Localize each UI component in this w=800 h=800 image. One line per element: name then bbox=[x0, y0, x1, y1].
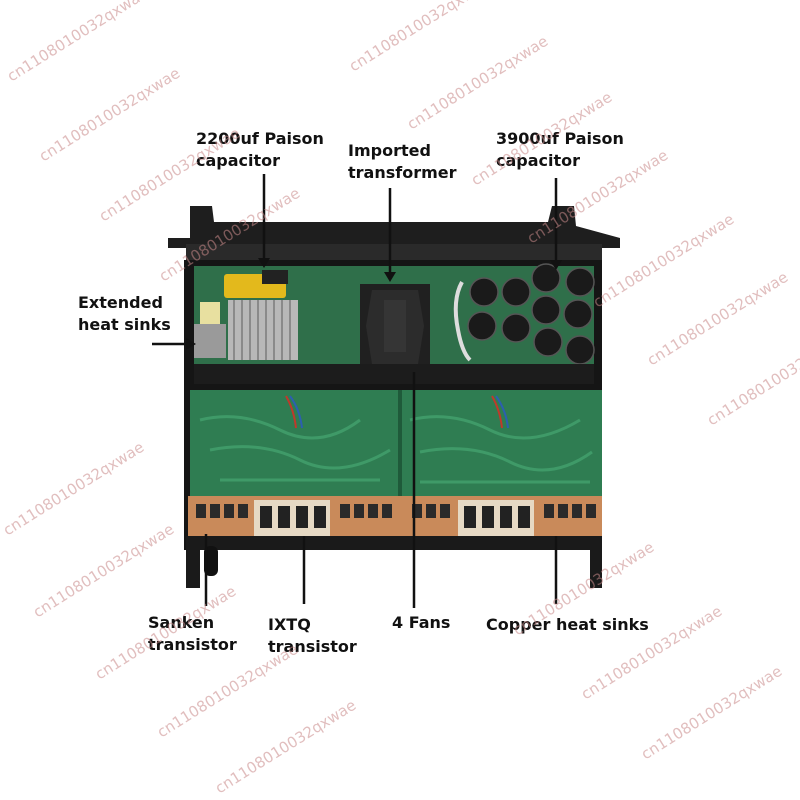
label-line: 2200uf Paison bbox=[196, 129, 324, 148]
ixtq-transistors bbox=[254, 500, 330, 536]
capacitor-bank-3900uf bbox=[467, 263, 595, 365]
label-line: 3900uf Paison bbox=[496, 129, 624, 148]
power-supply-board bbox=[194, 263, 595, 384]
label-line: Extended bbox=[78, 293, 163, 312]
label-copper-heat-sinks: Copper heat sinks bbox=[486, 614, 649, 636]
label-sanken-transistor: Sanken transistor bbox=[148, 612, 237, 656]
imported-transformer bbox=[360, 284, 430, 370]
label-4-fans: 4 Fans bbox=[392, 612, 450, 634]
annotation-lines bbox=[152, 174, 558, 608]
label-line: IXTQ bbox=[268, 615, 311, 634]
extended-heat-sink bbox=[194, 300, 298, 360]
fan-row bbox=[194, 364, 594, 384]
amplifier-boards bbox=[190, 390, 602, 498]
label-imported-transformer: Imported transformer bbox=[348, 140, 457, 184]
power-cord bbox=[204, 546, 218, 576]
chassis-top-bracket bbox=[168, 206, 620, 266]
transistor-row bbox=[188, 496, 602, 538]
label-extended-heat-sinks: Extended heat sinks bbox=[78, 292, 171, 336]
chassis-bottom-rail bbox=[186, 536, 602, 550]
label-line: Sanken bbox=[148, 613, 215, 632]
sanken-transistors bbox=[196, 504, 248, 518]
label-line: Copper heat sinks bbox=[486, 615, 649, 634]
label-line: capacitor bbox=[496, 151, 581, 170]
label-line: transistor bbox=[148, 635, 237, 654]
label-line: transistor bbox=[268, 637, 357, 656]
label-line: transformer bbox=[348, 163, 457, 182]
label-line: heat sinks bbox=[78, 315, 171, 334]
label-3900uf-capacitor: 3900uf Paison capacitor bbox=[496, 128, 624, 172]
label-line: capacitor bbox=[196, 151, 281, 170]
annotation-arrowheads bbox=[186, 258, 562, 350]
label-ixtq-transistor: IXTQ transistor bbox=[268, 614, 357, 658]
label-line: Imported bbox=[348, 141, 431, 160]
label-line: 4 Fans bbox=[392, 613, 451, 632]
label-2200uf-capacitor: 2200uf Paison capacitor bbox=[196, 128, 324, 172]
copper-heat-sinks bbox=[544, 504, 596, 518]
